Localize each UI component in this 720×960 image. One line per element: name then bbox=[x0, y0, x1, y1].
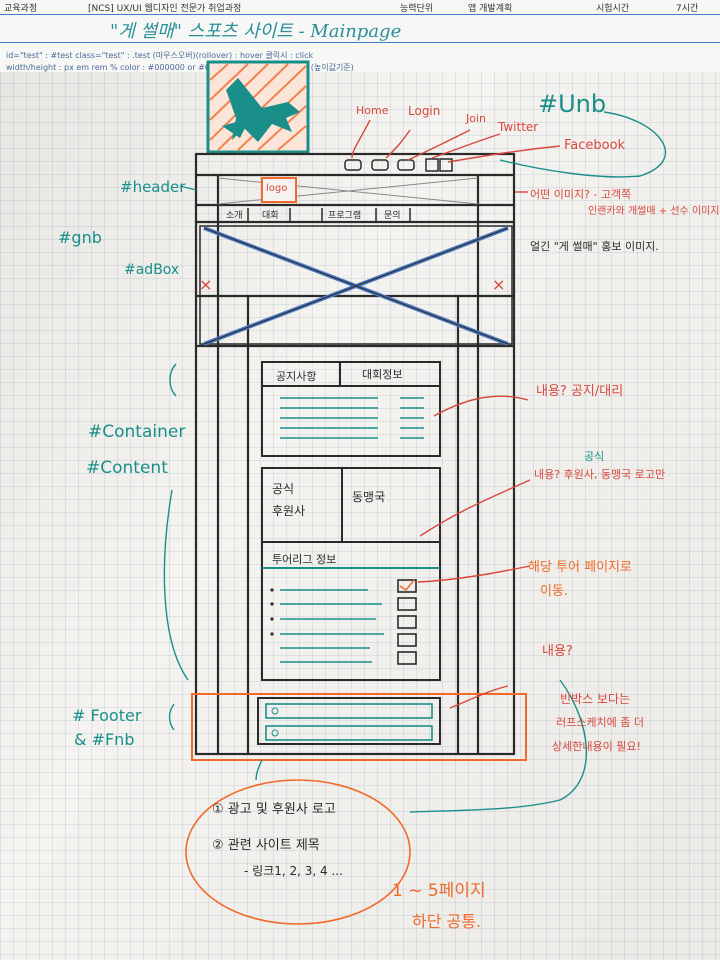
label-header: #header bbox=[120, 178, 186, 196]
note-header-2: 인랜카와 개썰매 + 선수 이미지 bbox=[588, 206, 720, 217]
footer-callout-oval bbox=[185, 779, 411, 925]
label-join: Join bbox=[466, 112, 487, 125]
notice-box bbox=[261, 361, 441, 457]
label-fnb: & #Fnb bbox=[74, 730, 135, 749]
label-twitter: Twitter bbox=[498, 120, 539, 134]
teal-leaders bbox=[163, 111, 666, 813]
label-gnb: #gnb bbox=[58, 228, 102, 247]
note-header-1: 어떤 이미지? - 고객쪽 bbox=[530, 188, 632, 201]
note-tour-2: 이동. bbox=[540, 584, 569, 599]
unb-buttons bbox=[344, 158, 453, 172]
page-frame bbox=[194, 152, 516, 756]
content-box bbox=[261, 467, 441, 681]
form-title-row: "게 썰매" 스포츠 사이트 - Mainpage bbox=[0, 14, 720, 43]
footer-item-1: ① 광고 및 후원사 로고 bbox=[212, 802, 336, 817]
form-info-row: 교육과정 [NCS] UX/UI 웹디자인 전문가 취업과정 능력단위 앱 개발… bbox=[0, 0, 720, 15]
note-footer-side-1: 빈박스 보다는 bbox=[560, 692, 631, 706]
label-login: Login bbox=[408, 104, 441, 118]
css-hint-2: width/height : px em rem % color : #0000… bbox=[6, 63, 354, 72]
note-footer-side-3: 상세한내용이 필요! bbox=[552, 740, 641, 753]
col-course-label: 교육과정 bbox=[4, 4, 38, 14]
notice-lines bbox=[280, 397, 424, 439]
label-home: Home bbox=[356, 104, 389, 117]
css-hint-1: id="test" : #test class="test" : .test (… bbox=[6, 51, 314, 60]
footer-item-3: - 링크1, 2, 3, 4 ... bbox=[244, 864, 343, 878]
wf-tournament: 투어리그 정보 bbox=[272, 553, 337, 566]
note-common-1: 1 ~ 5페이지 bbox=[392, 881, 486, 901]
label-footer: # Footer bbox=[72, 706, 142, 725]
note-sponsor-top: 공식 bbox=[584, 450, 605, 463]
note-adbox: 얼긴 "게 썰매" 홍보 이미지. bbox=[530, 240, 659, 253]
wf-gnb-4: 문의 bbox=[384, 211, 401, 221]
label-content: #Content bbox=[86, 458, 168, 478]
footer-area bbox=[191, 693, 527, 761]
note-footer-side-2: 러프스케치에 좀 더 bbox=[556, 716, 644, 729]
gnb-menu bbox=[247, 208, 411, 222]
label-container: #Container bbox=[88, 422, 186, 442]
svg-text:×: × bbox=[492, 275, 505, 294]
label-unb: #Unb bbox=[538, 90, 607, 118]
note-tour-1: 해당 투어 페이지로 bbox=[528, 560, 632, 575]
course-name: [NCS] UX/UI 웹디자인 전문가 취업과정 bbox=[88, 4, 242, 14]
note-common-2: 하단 공통. bbox=[412, 912, 482, 931]
wf-sponsor: 공식 후원사 bbox=[272, 482, 306, 518]
logo-image bbox=[206, 60, 310, 154]
note-notice: 내용? 공지/대리 bbox=[536, 384, 624, 399]
wf-gnb-2: 대회 bbox=[262, 211, 279, 221]
col-unit-label: 능력단위 bbox=[400, 4, 434, 14]
svg-text:×: × bbox=[199, 275, 212, 294]
adbox-placeholder: × × bbox=[199, 225, 513, 346]
header-area bbox=[217, 177, 479, 205]
wf-contest-tab: 대회정보 bbox=[362, 368, 403, 381]
footer-item-2: ② 관련 사이트 제목 bbox=[212, 838, 320, 853]
wf-club: 동맹국 bbox=[352, 490, 386, 504]
wf-gnb-1: 소개 bbox=[226, 211, 243, 221]
annotation-arrows bbox=[351, 119, 561, 709]
tour-list bbox=[270, 579, 417, 665]
label-facebook: Facebook bbox=[564, 138, 626, 153]
note-sponsor: 내용? 후원사, 동맹국 로고만 bbox=[534, 468, 666, 481]
unit-name: 앱 개발계획 bbox=[468, 4, 513, 14]
wf-gnb-3: 프로그램 bbox=[328, 211, 362, 221]
sketch-title: "게 썰매" 스포츠 사이트 - Mainpage bbox=[110, 21, 402, 42]
time-value: 7시간 bbox=[676, 4, 699, 14]
col-time-label: 시험시간 bbox=[596, 4, 630, 14]
wf-notice-tab: 공지사항 bbox=[276, 370, 317, 383]
wf-logo: logo bbox=[266, 183, 288, 194]
printed-form-header: 교육과정 [NCS] UX/UI 웹디자인 전문가 취업과정 능력단위 앱 개발… bbox=[0, 0, 720, 72]
note-footer-question: 내용? bbox=[542, 644, 573, 659]
label-adbox: #adBox bbox=[124, 262, 180, 278]
